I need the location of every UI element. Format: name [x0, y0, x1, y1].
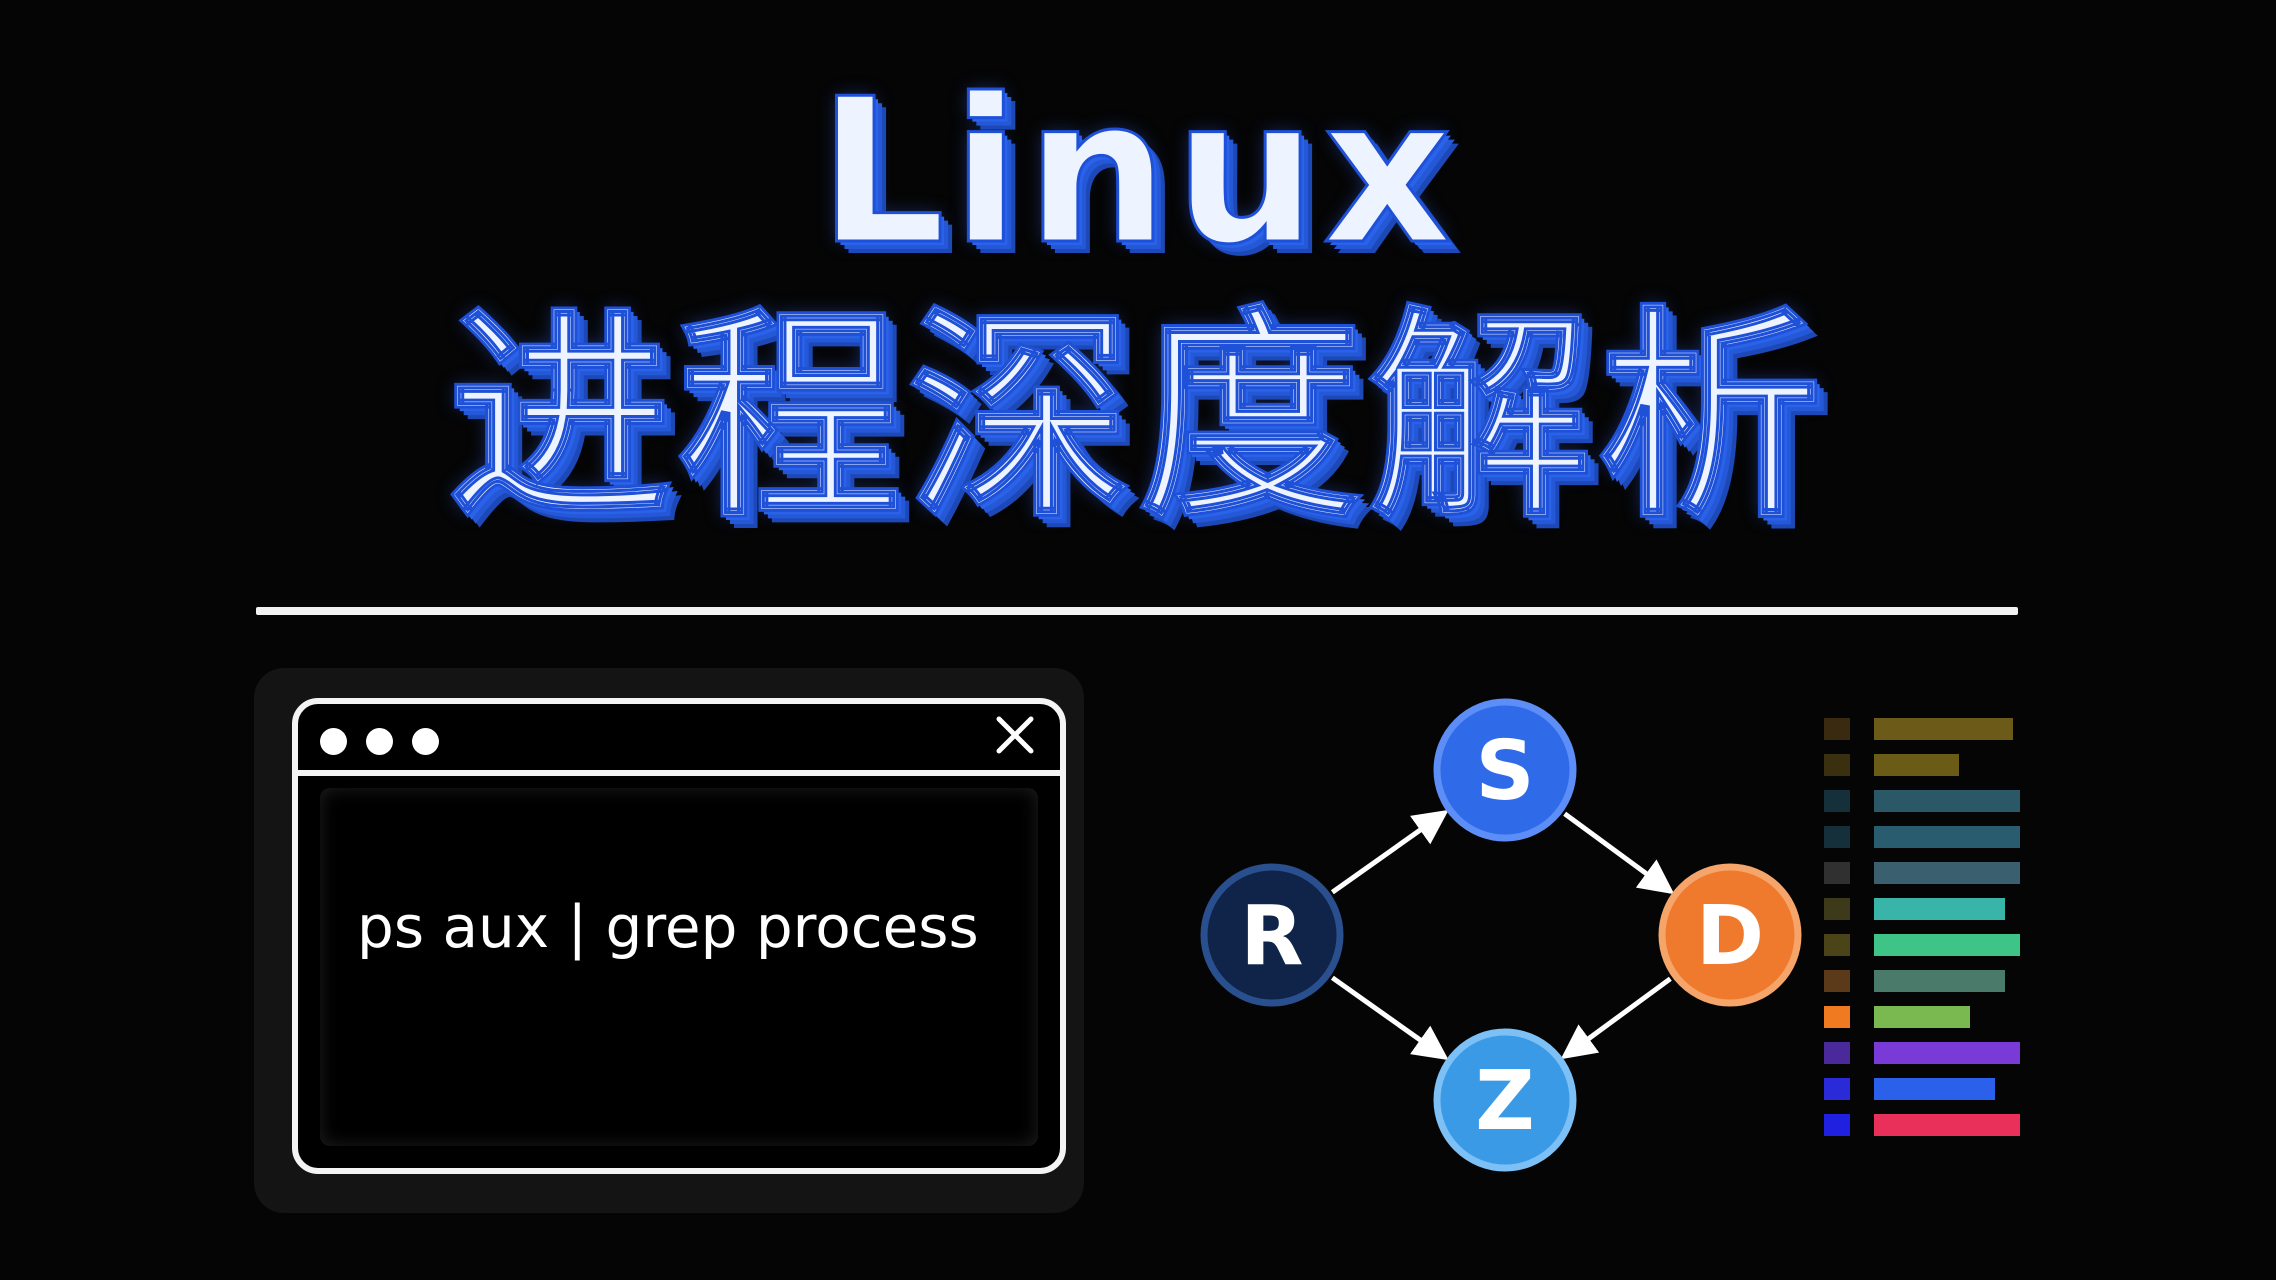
- state-label-z: Z: [1475, 1054, 1534, 1149]
- color-bar: [1874, 1042, 2020, 1064]
- arrow-d-to-z: [1560, 976, 1672, 1060]
- bar-swatch: [1824, 934, 1850, 956]
- color-bar: [1874, 862, 2020, 884]
- bar-swatch: [1824, 1114, 1850, 1136]
- color-bar: [1874, 790, 2020, 812]
- state-circle-z: [1433, 1028, 1577, 1172]
- state-label-r: R: [1240, 889, 1303, 984]
- arrow-r-to-z: [1330, 975, 1449, 1061]
- state-node-s: S: [1433, 698, 1577, 842]
- state-label-d: D: [1696, 889, 1764, 984]
- state-circle-r: [1200, 863, 1344, 1007]
- state-node-d: D: [1658, 863, 1802, 1007]
- color-bar: [1874, 934, 2020, 956]
- color-bar: [1874, 826, 2020, 848]
- terminal-titlebar: [298, 704, 1060, 776]
- color-bar: [1874, 1114, 2020, 1136]
- terminal-body: ps aux | grep process: [320, 788, 1038, 1146]
- color-bar: [1874, 718, 2013, 740]
- title-divider: [256, 607, 2018, 615]
- bar-swatch: [1824, 970, 1850, 992]
- window-dot-2-icon: [366, 728, 393, 755]
- color-bar: [1874, 970, 2005, 992]
- window-dot-3-icon: [412, 728, 439, 755]
- close-icon: [996, 716, 1034, 754]
- state-node-r: R: [1200, 863, 1344, 1007]
- bar-swatch: [1824, 1078, 1850, 1100]
- title-process-analysis: 进程深度解析: [447, 286, 1828, 549]
- color-bar: [1874, 754, 1959, 776]
- bar-swatch: [1824, 754, 1850, 776]
- window-dot-1-icon: [320, 728, 347, 755]
- bar-swatch: [1824, 1042, 1850, 1064]
- state-circle-s: [1433, 698, 1577, 842]
- process-state-diagram: R S D Z: [1200, 698, 1802, 1172]
- bar-swatch: [1824, 898, 1850, 920]
- color-bar: [1874, 1006, 1970, 1028]
- title-linux: Linux: [817, 56, 1458, 289]
- bar-swatch: [1824, 826, 1850, 848]
- state-color-bars: [1820, 712, 2020, 1182]
- arrow-s-to-d: [1563, 811, 1675, 895]
- state-label-s: S: [1475, 724, 1534, 819]
- bar-swatch: [1824, 718, 1850, 740]
- color-bar: [1874, 898, 2005, 920]
- state-circle-d: [1658, 863, 1802, 1007]
- color-bar: [1874, 1078, 1995, 1100]
- bar-swatch: [1824, 862, 1850, 884]
- bar-swatch: [1824, 1006, 1850, 1028]
- terminal-command: ps aux | grep process: [357, 893, 979, 961]
- arrow-r-to-s: [1330, 809, 1449, 895]
- state-node-z: Z: [1433, 1028, 1577, 1172]
- bar-swatch: [1824, 790, 1850, 812]
- terminal-window: ps aux | grep process: [292, 698, 1066, 1174]
